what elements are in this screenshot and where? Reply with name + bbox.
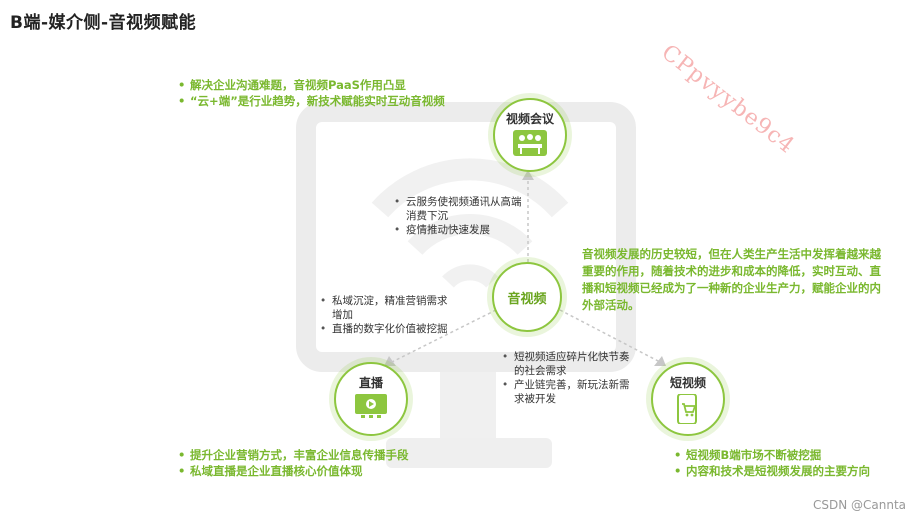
description-paragraph: 音视频发展的历史较短，但在人类生产生活中发挥着越来越重要的作用，随着技术的进步和… <box>582 247 881 312</box>
list-item: “云+端”是行业趋势，新技术赋能实时互动音视频 <box>176 93 476 109</box>
node-label: 短视频 <box>669 376 706 390</box>
list-item: 短视频B端市场不断被挖掘 <box>672 447 882 463</box>
phone-cart-icon <box>677 394 697 424</box>
list-item: 疫情推动快速发展 <box>392 223 522 237</box>
meeting-icon <box>513 130 547 156</box>
list-item: 云服务使视频通讯从高端消费下沉 <box>392 195 522 223</box>
connector-to-left <box>391 309 497 363</box>
node-label: 直播 <box>358 376 383 390</box>
footer-credit: CSDN @Cannta <box>812 498 906 512</box>
list-item: 内容和技术是短视频发展的主要方向 <box>672 463 882 479</box>
connector-to-right <box>559 309 661 363</box>
live-stream-icon <box>355 394 387 418</box>
list-item: 私域直播是企业直播核心价值体现 <box>176 463 446 479</box>
list-item: 提升企业营销方式，丰富企业信息传播手段 <box>176 447 446 463</box>
arrow-right <box>654 356 666 366</box>
list-item: 产业链完善，新玩法新需求被开发 <box>500 378 630 406</box>
upper-middle-points: 云服务使视频通讯从高端消费下沉 疫情推动快速发展 <box>392 195 522 237</box>
lower-middle-points: 短视频适应碎片化快节奏的社会需求 产业链完善，新玩法新需求被开发 <box>500 350 630 406</box>
node-video-conference: 视频会议 <box>493 98 567 172</box>
list-item: 解决企业沟通难题，音视频PaaS作用凸显 <box>176 77 476 93</box>
list-item: 私域沉淀，精准营销需求增加 <box>318 294 456 322</box>
node-live-stream: 直播 <box>334 362 408 436</box>
wifi-arc-outer <box>371 158 569 218</box>
wifi-arc-inner <box>442 264 498 288</box>
top-left-points: 解决企业沟通难题，音视频PaaS作用凸显 “云+端”是行业趋势，新技术赋能实时互… <box>176 77 476 109</box>
left-middle-points: 私域沉淀，精准营销需求增加 直播的数字化价值被挖掘 <box>318 294 456 336</box>
node-audio-video: 音视频 <box>492 262 562 332</box>
arrow-left <box>384 356 396 366</box>
node-short-video: 短视频 <box>651 362 725 436</box>
node-label: 音视频 <box>507 292 547 307</box>
list-item: 短视频适应碎片化快节奏的社会需求 <box>500 350 630 378</box>
bottom-right-points: 短视频B端市场不断被挖掘 内容和技术是短视频发展的主要方向 <box>672 447 882 479</box>
page-title: B端-媒介侧-音视频赋能 <box>10 13 197 33</box>
node-label: 视频会议 <box>505 112 554 126</box>
monitor-outline <box>296 102 636 372</box>
arrow-top <box>522 170 534 180</box>
monitor-stand <box>440 372 496 438</box>
bottom-left-points: 提升企业营销方式，丰富企业信息传播手段 私域直播是企业直播核心价值体现 <box>176 447 446 479</box>
list-item: 直播的数字化价值被挖掘 <box>318 322 456 336</box>
